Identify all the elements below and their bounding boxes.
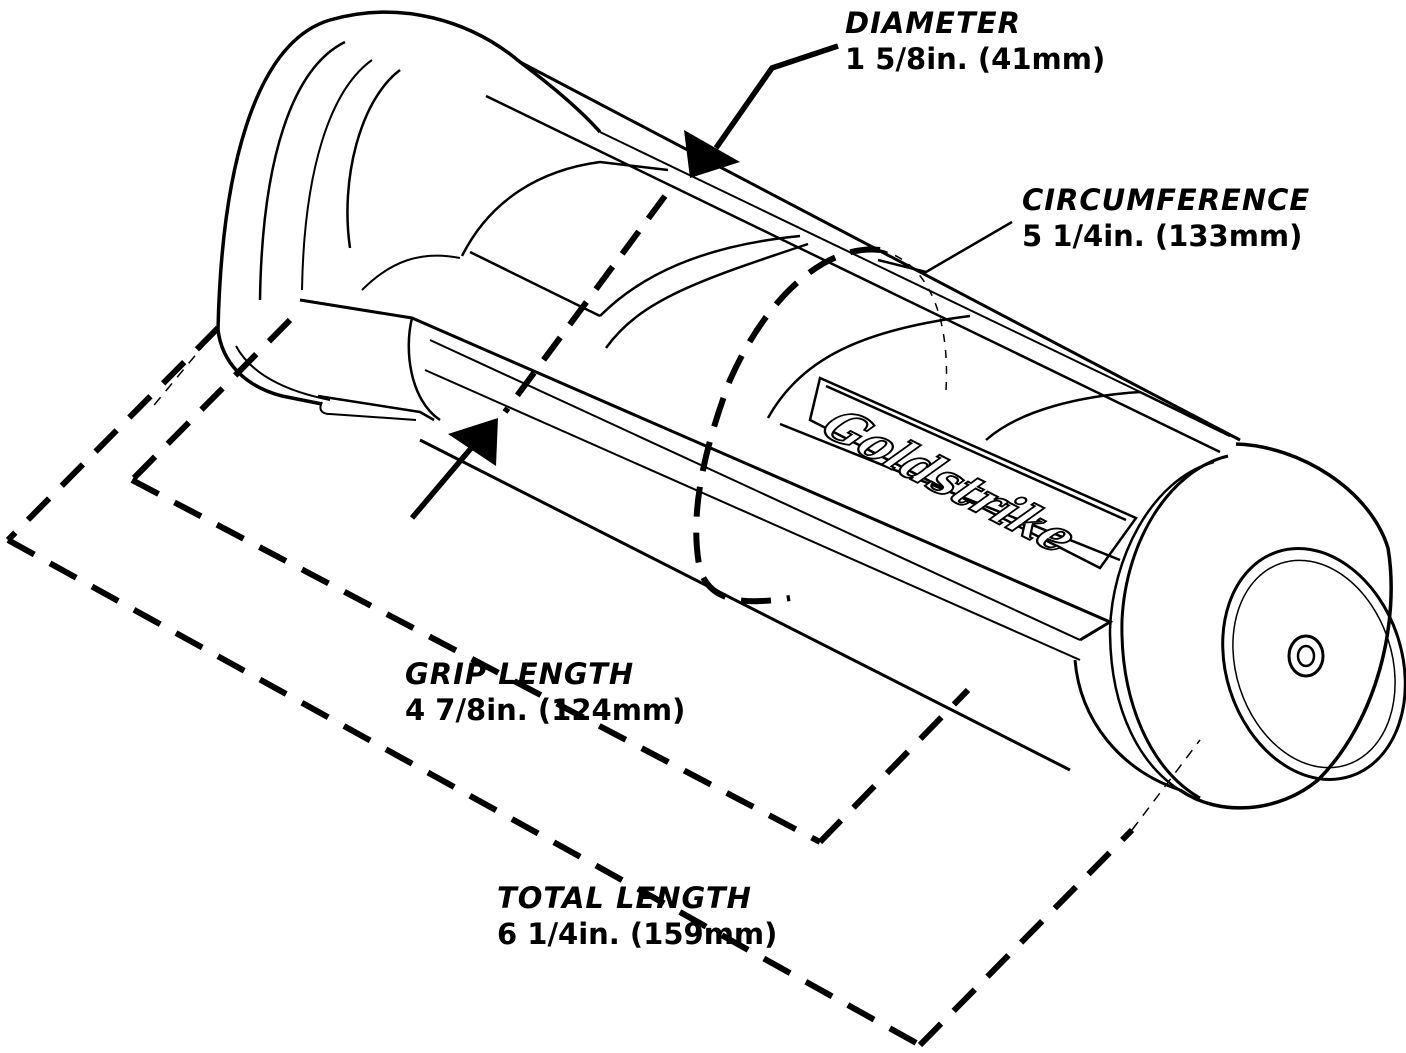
- total-length-value: 6 1/4in. (159mm): [497, 917, 778, 951]
- grip-illustration: Goldstrike: [216, 10, 1406, 810]
- diameter-title: DIAMETER: [845, 6, 1021, 40]
- diameter-indicator: [409, 43, 839, 520]
- grip-flange: [216, 10, 602, 422]
- diameter-value: 1 5/8in. (41mm): [845, 42, 1106, 76]
- logo-plate: [808, 376, 1138, 570]
- total-length-title: TOTAL LENGTH: [497, 881, 752, 915]
- end-cap-bolt: [1287, 634, 1325, 678]
- grip-length-label: GRIP LENGTH 4 7/8in. (124mm): [405, 656, 685, 728]
- grip-length-title: GRIP LENGTH: [405, 657, 635, 691]
- diameter-label: DIAMETER 1 5/8in. (41mm): [845, 5, 1105, 77]
- circumference-value: 5 1/4in. (133mm): [1022, 219, 1303, 253]
- grip-length-dimension-lines: [129, 317, 971, 845]
- total-length-label: TOTAL LENGTH 6 1/4in. (159mm): [497, 880, 777, 952]
- brand-logo: Goldstrike: [809, 401, 1089, 563]
- grip-end-cap: [1073, 442, 1406, 810]
- end-cap-face: [1221, 547, 1406, 781]
- circumference-title: CIRCUMFERENCE: [1022, 183, 1311, 217]
- grip-length-value: 4 7/8in. (124mm): [405, 693, 686, 727]
- total-length-dimension-lines: [5, 325, 1135, 1048]
- circumference-indicator: [693, 220, 1013, 605]
- circumference-label: CIRCUMFERENCE 5 1/4in. (133mm): [1022, 182, 1310, 254]
- grip-body-outline: [299, 60, 1241, 772]
